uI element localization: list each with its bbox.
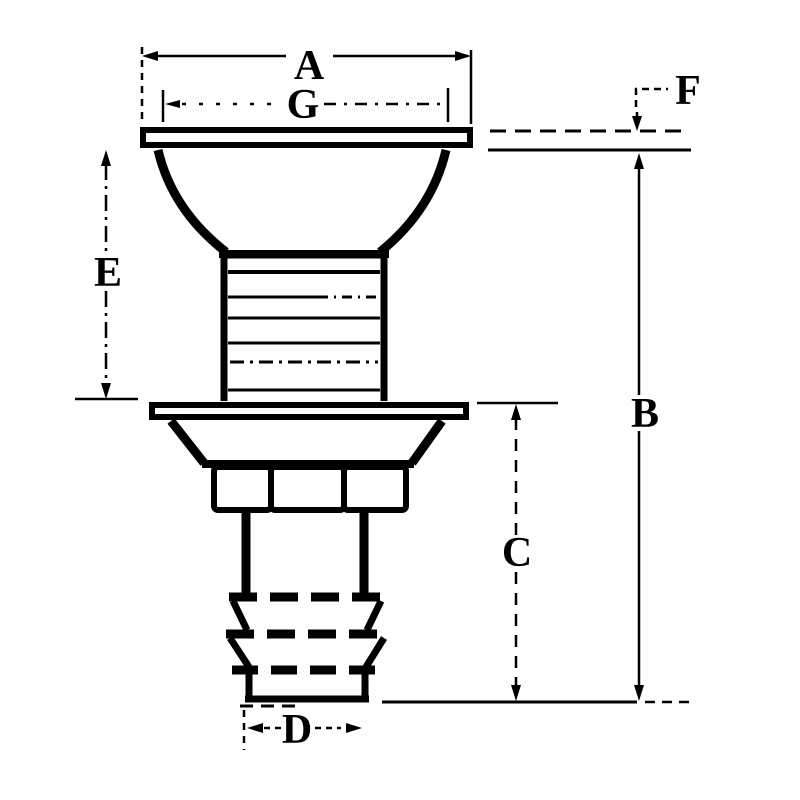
mid-flange-skirt-left bbox=[167, 418, 208, 466]
dim-e-arrow-bottom bbox=[101, 383, 111, 399]
flange-bowl-right-edge bbox=[377, 148, 451, 256]
locknut-face-right bbox=[341, 464, 409, 513]
dim-d-arrow-right bbox=[346, 723, 362, 733]
dim-a-arrow-right bbox=[455, 51, 471, 61]
dim-f-arrow-down bbox=[632, 116, 642, 131]
flange-bowl-left-edge bbox=[153, 148, 229, 256]
dim-d-arrow-left bbox=[247, 723, 263, 733]
dim-b-arrow-bottom bbox=[634, 685, 644, 701]
dim-e-arrow-top bbox=[101, 150, 111, 166]
dimension-c: C bbox=[477, 401, 558, 701]
dim-f-label: F bbox=[675, 68, 701, 114]
barb-taper-right-1 bbox=[363, 599, 385, 632]
dimension-b: B bbox=[631, 153, 659, 701]
locknut-face-center bbox=[268, 464, 347, 513]
thread-lines bbox=[228, 270, 380, 392]
dimension-f: F bbox=[632, 68, 701, 131]
barb-taper-left-1 bbox=[229, 599, 251, 632]
locknut-face-left bbox=[211, 464, 274, 513]
dim-g-arrow-left bbox=[165, 100, 180, 108]
reference-lines bbox=[382, 129, 692, 704]
dim-e-label: E bbox=[94, 250, 122, 296]
dim-c-label: C bbox=[502, 530, 532, 576]
fitting-outline bbox=[140, 127, 473, 708]
dimension-d: D bbox=[242, 707, 362, 753]
dimension-g: G bbox=[161, 82, 450, 128]
dim-d-label: D bbox=[282, 707, 312, 753]
dim-c-arrow-top bbox=[511, 404, 521, 420]
dim-a-label: A bbox=[294, 43, 325, 89]
dim-b-label: B bbox=[631, 391, 659, 437]
dimension-e: E bbox=[75, 150, 138, 401]
threaded-body bbox=[220, 251, 388, 401]
mid-flange-plate bbox=[149, 402, 469, 420]
barb-taper-left-2 bbox=[227, 636, 252, 669]
top-flange-plate bbox=[140, 127, 473, 148]
barb-taper-right-2 bbox=[363, 636, 387, 669]
dim-c-arrow-bottom bbox=[511, 685, 521, 701]
locknut bbox=[211, 464, 409, 513]
dim-b-arrow-top bbox=[634, 153, 644, 169]
dim-f-leader bbox=[634, 87, 668, 107]
dim-g-label: G bbox=[287, 82, 320, 128]
mid-flange-skirt-right bbox=[408, 418, 446, 466]
dim-a-arrow-left bbox=[142, 51, 158, 61]
dimension-a: A bbox=[140, 43, 473, 124]
hose-barb bbox=[226, 592, 387, 708]
